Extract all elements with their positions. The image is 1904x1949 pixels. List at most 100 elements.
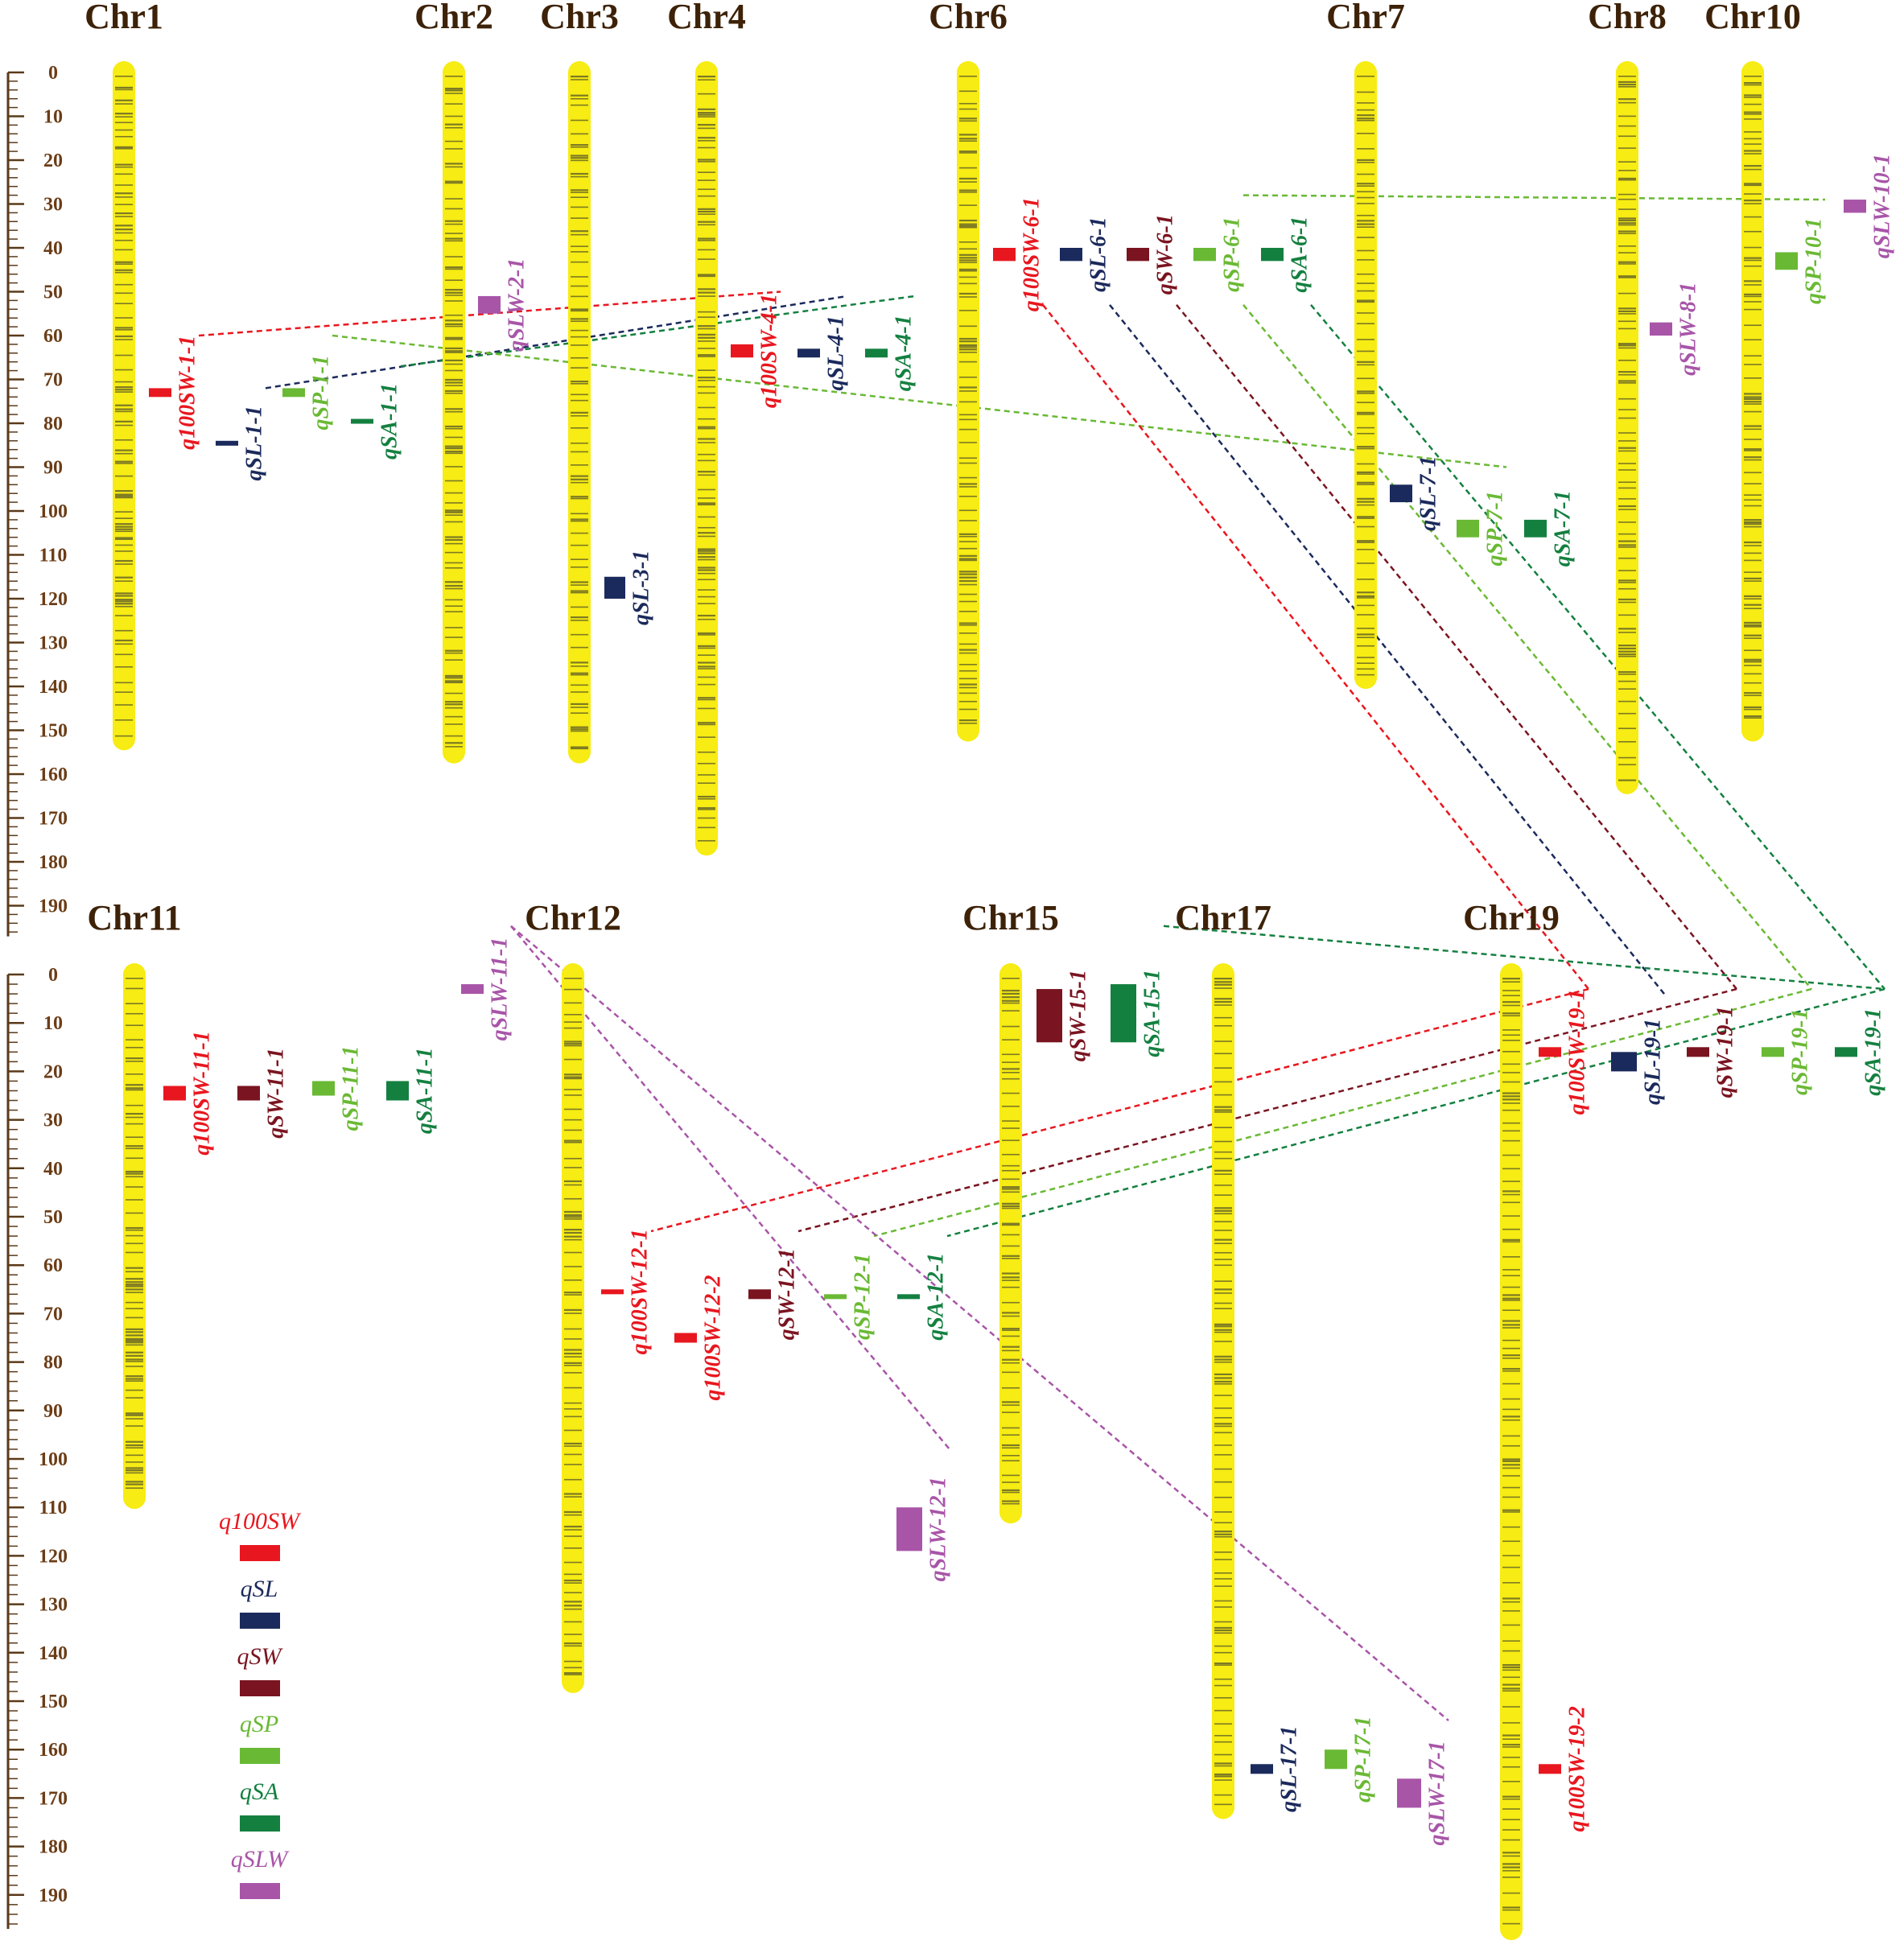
marker-band <box>1618 740 1636 743</box>
tick-label: 170 <box>39 809 68 830</box>
marker-band <box>1744 541 1762 544</box>
marker-band <box>571 411 588 414</box>
marker-bands <box>126 978 143 1490</box>
marker-band <box>571 276 588 278</box>
qtl-qsp-6-1: qSP-6-1 <box>1193 217 1245 292</box>
tick-label: 90 <box>43 458 63 479</box>
marker-band <box>698 316 715 318</box>
marker-band <box>698 392 715 394</box>
marker-band <box>1744 280 1762 282</box>
marker-band <box>445 123 463 126</box>
marker-band <box>445 436 463 439</box>
marker-band <box>564 1634 582 1635</box>
marker-band <box>698 124 715 126</box>
marker-band <box>1502 1419 1520 1421</box>
marker-band <box>1744 483 1762 484</box>
marker-band <box>1502 1238 1520 1241</box>
marker-band <box>959 476 977 479</box>
qtl-qsa-19-1: qSA-19-1 <box>1835 1008 1886 1096</box>
marker-band <box>698 93 715 95</box>
marker-band <box>564 1645 582 1647</box>
marker-band <box>1357 674 1374 676</box>
marker-band <box>698 572 715 575</box>
tick-label: 70 <box>43 1304 63 1325</box>
marker-band <box>126 1397 143 1399</box>
marker-band <box>445 521 463 523</box>
marker-band <box>1618 645 1636 647</box>
marker-band <box>571 707 588 708</box>
marker-band <box>1214 1377 1232 1379</box>
marker-band <box>1357 323 1374 324</box>
marker-band <box>1502 1738 1520 1740</box>
marker-band <box>959 649 977 651</box>
marker-band <box>445 581 463 583</box>
marker-band <box>126 1024 143 1026</box>
marker-band <box>1214 1358 1232 1361</box>
marker-band <box>698 807 715 810</box>
marker-band <box>571 451 588 453</box>
tick-label: 150 <box>39 721 68 742</box>
marker-band <box>564 1442 582 1445</box>
marker-band <box>1002 1092 1020 1094</box>
marker-band <box>1002 1068 1020 1070</box>
marker-band <box>1002 1279 1020 1281</box>
chromosome-body <box>1616 61 1638 794</box>
marker-band <box>571 558 588 560</box>
marker-band <box>1618 671 1636 674</box>
marker-band <box>698 579 715 581</box>
marker-band <box>1744 410 1762 413</box>
marker-band <box>959 192 977 193</box>
marker-band <box>1214 1395 1232 1396</box>
marker-band <box>698 595 715 598</box>
tick-label: 30 <box>43 195 63 216</box>
marker-band <box>445 352 463 353</box>
marker-band <box>445 466 463 468</box>
marker-band <box>1357 432 1374 435</box>
marker-band <box>1357 579 1374 580</box>
marker-band <box>959 486 977 488</box>
marker-band <box>1744 377 1762 379</box>
marker-band <box>445 605 463 607</box>
marker-band <box>1502 1347 1520 1349</box>
marker-band <box>698 171 715 173</box>
marker-band <box>1002 1335 1020 1337</box>
marker-band <box>564 1266 582 1267</box>
marker-band <box>115 212 133 215</box>
qtl-label: qSP-10-1 <box>1802 218 1827 304</box>
marker-band <box>1357 203 1374 204</box>
marker-band <box>445 723 463 725</box>
marker-band <box>698 774 715 776</box>
marker-band <box>564 1372 582 1374</box>
marker-band <box>698 558 715 561</box>
marker-band <box>1618 509 1636 510</box>
marker-band <box>1002 1481 1020 1483</box>
marker-band <box>564 1229 582 1231</box>
marker-band <box>1618 544 1636 546</box>
marker-band <box>564 1231 582 1234</box>
marker-band <box>1744 525 1762 528</box>
marker-band <box>564 1043 582 1045</box>
marker-band <box>1214 1684 1232 1687</box>
qtl-bar <box>1650 322 1672 336</box>
marker-band <box>1002 1491 1020 1494</box>
marker-band <box>126 1414 143 1416</box>
marker-band <box>564 1180 582 1183</box>
marker-band <box>1502 1582 1520 1584</box>
marker-band <box>445 208 463 210</box>
tick-label: 20 <box>43 150 63 171</box>
marker-band <box>564 1094 582 1096</box>
marker-band <box>115 603 133 605</box>
marker-band <box>445 180 463 183</box>
marker-band <box>1214 1626 1232 1630</box>
marker-band <box>959 108 977 110</box>
marker-band <box>1502 1640 1520 1642</box>
qtl-bar <box>163 1086 186 1101</box>
chromosome-chr11: Chr11 <box>87 898 182 1510</box>
marker-band <box>115 129 133 131</box>
marker-band <box>1002 1427 1020 1429</box>
marker-band <box>115 629 133 632</box>
legend-label: qSW <box>237 1643 284 1670</box>
marker-band <box>959 225 977 227</box>
qtl-bar <box>1611 1052 1637 1072</box>
